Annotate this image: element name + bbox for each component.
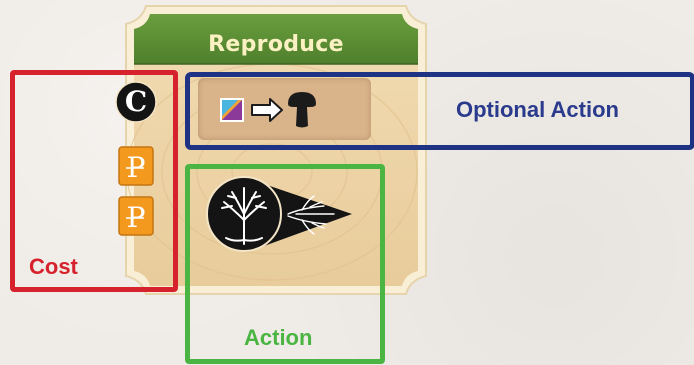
arrow-right-icon bbox=[251, 98, 283, 122]
mushroom-icon bbox=[288, 92, 316, 128]
roots-spread-icon bbox=[264, 184, 352, 246]
contact-token-icon: C bbox=[115, 81, 157, 123]
card-title: Reproduce bbox=[208, 32, 344, 57]
action-highlight-box bbox=[185, 164, 385, 364]
optional-action-highlight-box bbox=[185, 72, 694, 150]
p-token-icon: P bbox=[118, 196, 154, 236]
action-icon bbox=[206, 176, 352, 252]
optional-action-icons bbox=[220, 92, 316, 128]
tree-circle-icon bbox=[206, 176, 282, 252]
action-label: Action bbox=[244, 325, 313, 350]
optional-action-panel bbox=[198, 78, 371, 140]
optional-action-label: Optional Action bbox=[456, 97, 619, 122]
colored-cube-icon bbox=[220, 98, 244, 122]
cost-label: Cost bbox=[29, 254, 78, 279]
cost-highlight-box bbox=[10, 70, 178, 292]
p-token-icon: P bbox=[118, 146, 154, 186]
svg-text:C: C bbox=[125, 85, 147, 118]
